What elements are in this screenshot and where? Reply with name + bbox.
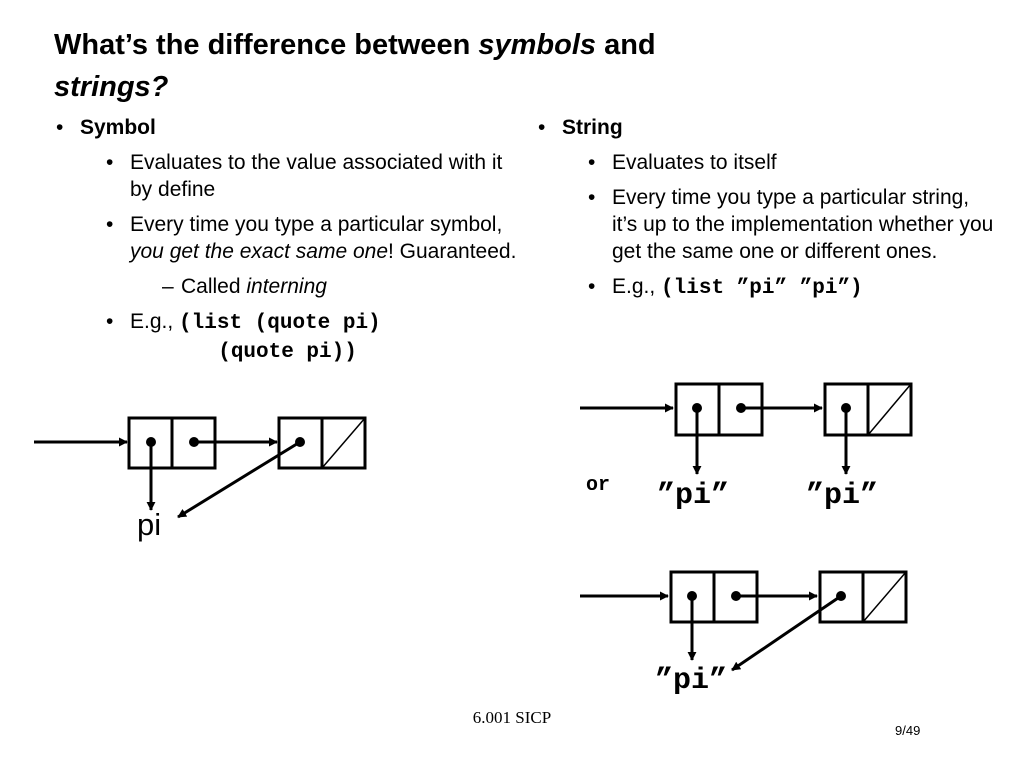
title-symbols: symbols [478,29,597,61]
car2-arrow [177,440,301,519]
symbol-pi-label: pi [137,507,161,542]
symbol-bullet-example: • E.g., (list (quote pi) (quote pi)) [54,308,524,366]
string-pi-label-1: ”pi” [657,479,729,513]
bullet: • [588,275,596,298]
string-column: • String • Evaluates to itself • Every time… [536,114,996,310]
symbol-same-pre: Every time you type a particular symbol, [130,213,503,236]
string-itself-text: Evaluates to itself [612,151,777,174]
symbol-example-pre: E.g., [130,310,180,333]
symbol-example-code: (list (quote pi) (quote pi)) [179,312,381,364]
interning-pre: Called [181,275,247,298]
string-dots-different [692,403,851,413]
footer-course: 6.001 SICP [472,708,552,727]
symbol-diagram [34,416,367,519]
bullet: • [538,116,546,139]
string-implementation-text: Every time you type a particular string,… [612,186,994,263]
pointer-dot [687,591,697,601]
string-example-pre: E.g., [612,275,662,298]
car2-arrow [731,594,842,672]
string-bullet-implementation: • Every time you type a particular string… [536,184,996,265]
symbol-heading-item: • Symbol [54,114,524,141]
pointer-dot [146,437,156,447]
nil-slash [867,383,912,436]
string-bullet-example: • E.g., (list ”pi” ”pi”) [536,273,996,302]
interning-term: interning [246,275,327,298]
symbol-same-emphasis: you get the exact same one [130,240,388,263]
string-bullet-itself: • Evaluates to itself [536,149,996,176]
bullet: • [588,186,596,209]
symbol-dots [146,437,305,447]
string-diagram-same [580,570,908,672]
page-number: 9/49 [895,723,921,738]
pointer-dot [836,591,846,601]
bullet: • [106,310,114,333]
bullet: • [106,213,114,236]
title-part2: and [596,29,656,61]
pointer-dot [295,437,305,447]
dash-bullet: – [162,275,174,298]
nil-slash [321,417,366,469]
title-part1: What’s the difference between [54,29,479,61]
title-strings: strings? [54,71,169,103]
nil-slash [862,571,907,623]
string-pi-label-2: ”pi” [806,479,878,513]
pointer-dot [189,437,199,447]
string-heading-item: • String [536,114,996,141]
string-pi-label-3: ”pi” [655,664,727,698]
bullet: • [56,116,64,139]
string-dots-same [687,591,846,601]
symbol-bullet-same: • Every time you type a particular symbol… [54,211,524,265]
pointer-dot [736,403,746,413]
symbol-evaluates-text: Evaluates to the value associated with i… [130,151,503,201]
symbol-heading: Symbol [80,116,156,139]
pointer-dot [731,591,741,601]
symbol-same-post: ! Guaranteed. [388,240,517,263]
symbol-bullet-interning: –Called interning [54,273,524,300]
string-example-code: (list ”pi” ”pi”) [661,277,863,300]
string-heading: String [562,116,623,139]
symbol-bullet-evaluates: • Evaluates to the value associated with … [54,149,524,203]
string-diagram-different [580,382,913,475]
pointer-dot [692,403,702,413]
or-label: or [586,474,610,497]
pointer-dot [841,403,851,413]
bullet: • [106,151,114,174]
symbol-column: • Symbol • Evaluates to the value associat… [54,114,524,374]
slide-title: What’s the difference between symbols an… [54,24,854,108]
bullet: • [588,151,596,174]
